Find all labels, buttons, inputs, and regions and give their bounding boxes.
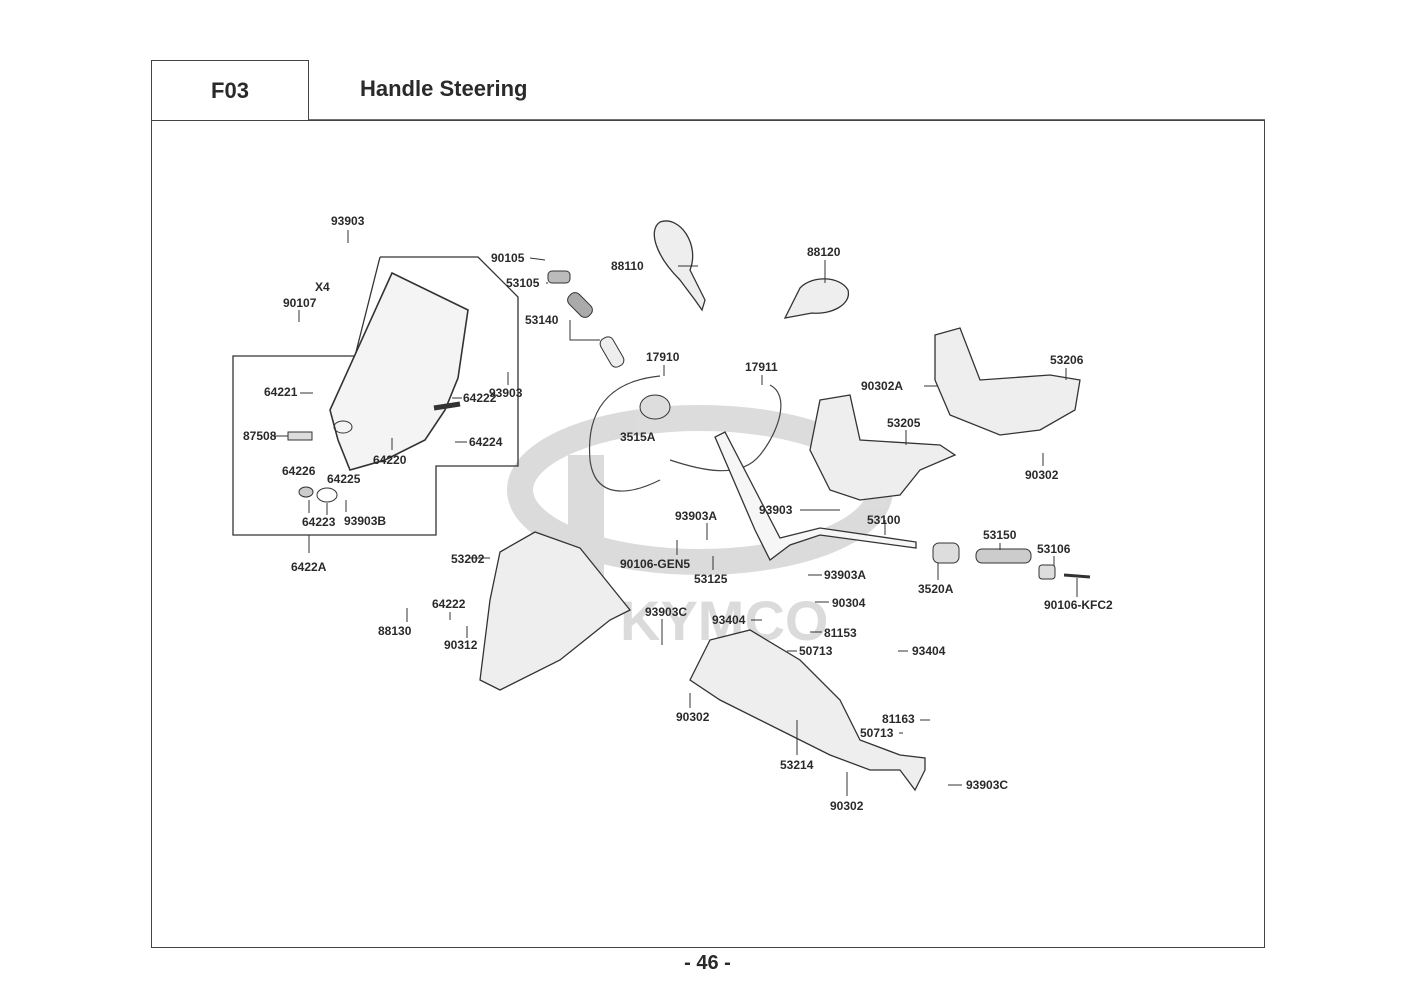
- part-label: 64226: [282, 464, 316, 478]
- part-label: 93903B: [344, 514, 387, 528]
- part-label: 93903: [759, 503, 793, 517]
- part-label: 90302A: [861, 379, 904, 393]
- handlebar-53100: [714, 431, 917, 561]
- part-label: 53105: [506, 276, 540, 290]
- cover-53205: [809, 394, 957, 501]
- cover-53206: [934, 327, 1081, 436]
- part-label: 90302: [830, 799, 864, 813]
- page-title: Handle Steering: [360, 76, 528, 101]
- part-label: 90302: [1025, 468, 1059, 482]
- mirror-right: [783, 278, 849, 319]
- part-label: 64222: [463, 391, 497, 405]
- part-label: 90107: [283, 296, 317, 310]
- windscreen: [329, 271, 469, 471]
- part-label: 93903: [489, 386, 523, 400]
- windscreen-emblem: [333, 420, 353, 434]
- bracket-64222: [433, 401, 461, 411]
- part-label: 53100: [867, 513, 901, 527]
- bar-end-53106: [1038, 564, 1056, 580]
- part-label: 90304: [832, 596, 866, 610]
- part-label: 53205: [887, 416, 921, 430]
- part-label: 17911: [745, 360, 778, 374]
- page-number: - 46 -: [684, 952, 731, 974]
- windscreen-kit-outline: [232, 256, 519, 536]
- part-label: 93903A: [675, 509, 718, 523]
- part-label: 88130: [378, 624, 412, 638]
- part-label: 53140: [525, 313, 559, 327]
- part-label: 64225: [327, 472, 361, 486]
- part-label: 93903C: [645, 605, 688, 619]
- part-label: 90302: [676, 710, 710, 724]
- part-label: 81163: [882, 712, 915, 726]
- part-label: 64222: [432, 597, 466, 611]
- part-label: 50713: [860, 726, 894, 740]
- part-label: 53202: [451, 552, 485, 566]
- section-code: F03: [151, 60, 309, 120]
- throttle-tube: [599, 336, 625, 368]
- part-label: X4: [315, 280, 330, 294]
- mirror-left: [653, 220, 706, 312]
- part-label: 64220: [373, 453, 407, 467]
- part-label: 53214: [780, 758, 814, 772]
- part-label: 50713: [799, 644, 833, 658]
- label-plate-87508: [287, 431, 313, 441]
- part-label: 90106-KFC2: [1044, 598, 1113, 612]
- part-label: 93903A: [824, 568, 867, 582]
- lower-cover-53214: [689, 629, 926, 792]
- part-label: 90312: [444, 638, 478, 652]
- part-label: 93404: [912, 644, 946, 658]
- part-label: 53125: [694, 572, 728, 586]
- part-label: 93903: [331, 214, 365, 228]
- part-label: 90106-GEN5: [620, 557, 691, 571]
- throttle-cable: [588, 375, 661, 492]
- part-label: 93903C: [966, 778, 1009, 792]
- switch-left-3515a: [639, 394, 671, 420]
- part-label: 6422A: [291, 560, 327, 574]
- part-label: 3515A: [620, 430, 656, 444]
- part-label: 90105: [491, 251, 525, 265]
- leader-lines: [273, 230, 1078, 796]
- part-label: 53150: [983, 528, 1017, 542]
- part-label: 88110: [611, 259, 644, 273]
- part-label: 93404: [712, 613, 746, 627]
- part-label: 53106: [1037, 542, 1071, 556]
- switch-right-3520a: [932, 542, 960, 564]
- grip-right-53150: [975, 548, 1032, 564]
- front-cover-53202: [479, 531, 632, 691]
- grommet-64226: [298, 486, 314, 498]
- part-label: 64223: [302, 515, 336, 529]
- part-label: 64224: [469, 435, 503, 449]
- bar-end-53105: [547, 270, 571, 284]
- bolt-90106-kfc2: [1063, 573, 1091, 579]
- part-label: 81153: [824, 626, 857, 640]
- part-label: 3520A: [918, 582, 954, 596]
- part-label: 88120: [807, 245, 841, 259]
- washer-64223: [316, 487, 338, 503]
- part-label: 87508: [243, 429, 277, 443]
- part-label: 17910: [646, 350, 680, 364]
- part-label: 53206: [1050, 353, 1084, 367]
- part-label: 64221: [264, 385, 298, 399]
- grip-left-53140: [567, 292, 593, 318]
- brake-cable: [669, 384, 782, 472]
